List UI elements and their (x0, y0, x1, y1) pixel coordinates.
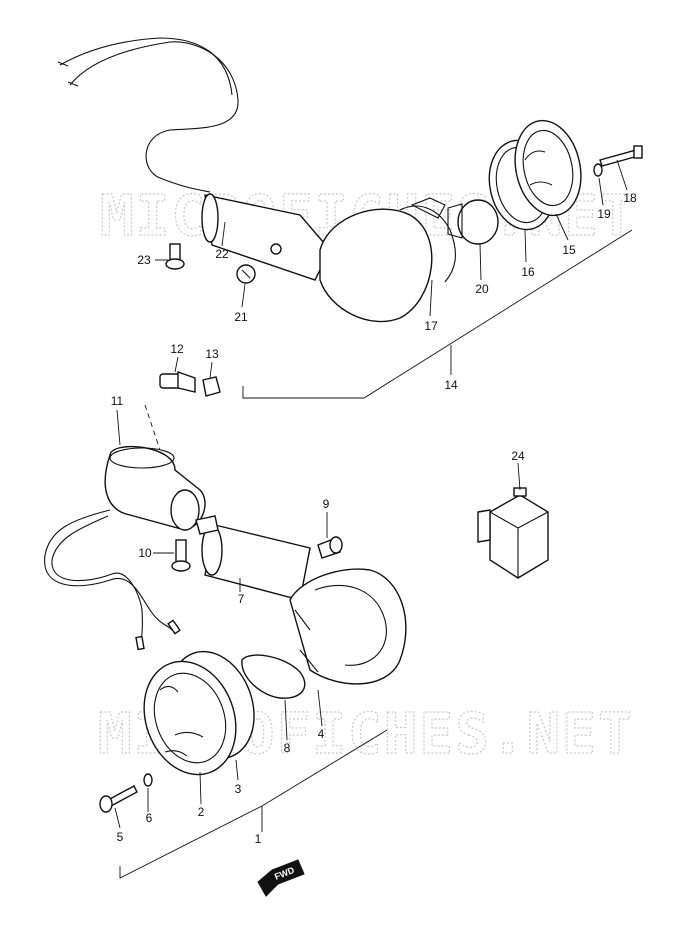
callout-10: 10 (138, 546, 152, 560)
callout-2: 2 (198, 805, 205, 819)
group-bracket-1 (119, 729, 388, 879)
flasher-relay-24 (477, 487, 549, 579)
rear-wiring-harness (69, 41, 239, 193)
callout-11: 11 (111, 394, 124, 408)
callout-leaders (114, 159, 628, 832)
callout-13: 13 (205, 347, 219, 361)
bulb-8 (241, 654, 306, 699)
callout-17: 17 (424, 319, 438, 333)
callout-15: 15 (562, 243, 576, 257)
callout-18: 18 (623, 191, 637, 205)
callout-14: 14 (444, 378, 458, 392)
front-turn-signal-assembly (44, 371, 407, 879)
front-wiring-harness (44, 509, 173, 631)
callout-21: 21 (234, 310, 248, 324)
rear-signal-housing-17 (319, 208, 433, 323)
callout-20: 20 (475, 282, 489, 296)
lens-screw-18 (599, 149, 639, 167)
callout-16: 16 (521, 265, 535, 279)
callout-8: 8 (284, 741, 291, 755)
rear-bulb-20 (457, 199, 499, 245)
washer-6 (143, 773, 153, 787)
callout-3: 3 (235, 782, 242, 796)
callout-23: 23 (137, 253, 151, 267)
callout-9: 9 (323, 497, 330, 511)
callout-22: 22 (215, 247, 229, 261)
group-bracket-14 (242, 229, 633, 399)
callout-5: 5 (117, 830, 124, 844)
rear-turn-signal-assembly (57, 37, 643, 399)
nut-13 (202, 376, 221, 397)
fwd-arrow-icon: FWD (257, 859, 305, 897)
callout-24: 24 (511, 449, 525, 463)
washer-19 (593, 163, 603, 177)
callout-7: 7 (238, 592, 245, 606)
callout-4: 4 (318, 727, 325, 741)
callout-6: 6 (146, 811, 153, 825)
callout-labels: 1 2 3 4 5 6 7 8 9 10 11 12 13 14 15 16 1… (111, 191, 637, 846)
callout-19: 19 (597, 207, 611, 221)
callout-1: 1 (255, 832, 262, 846)
bolt-23 (169, 243, 181, 261)
callout-12: 12 (170, 342, 184, 356)
